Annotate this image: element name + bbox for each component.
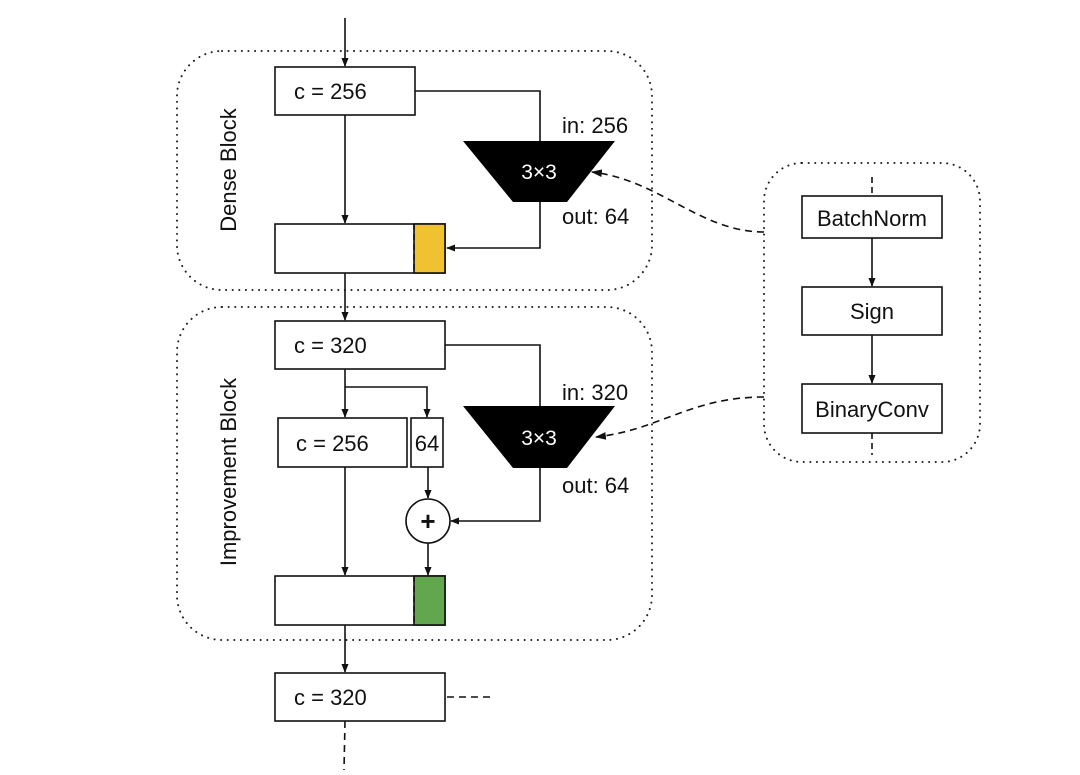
improvement-conv-kernel-label: 3×3 bbox=[521, 427, 557, 450]
improvement-input-box: c = 320 bbox=[274, 320, 446, 370]
improvement-output-concat bbox=[274, 575, 446, 626]
binaryconv-label: BinaryConv bbox=[815, 397, 929, 422]
dense-input-box: c = 256 bbox=[274, 66, 416, 116]
split-left-box: c = 256 bbox=[277, 417, 408, 468]
dense-conv-input-line bbox=[415, 90, 541, 141]
detail-step-batchnorm: BatchNorm bbox=[801, 195, 943, 239]
dense-input-label: c = 256 bbox=[294, 79, 367, 104]
improvement-block: Improvement Block c = 320 c = 256 64 + 3… bbox=[176, 306, 653, 641]
improvement-new-channels bbox=[413, 575, 446, 626]
batchnorm-label: BatchNorm bbox=[817, 206, 927, 231]
improvement-conv-output-arrow bbox=[450, 468, 541, 525]
dense-conv-kernel-label: 3×3 bbox=[521, 161, 557, 184]
dense-block-label: Dense Block bbox=[216, 107, 241, 232]
detail-to-improvement-conv-connector bbox=[594, 396, 765, 440]
add-node: + bbox=[405, 498, 451, 544]
output-label: c = 320 bbox=[294, 685, 367, 710]
improvement-conv-in-label: in: 320 bbox=[562, 380, 628, 405]
dense-block-boundary bbox=[176, 50, 653, 291]
improvement-block-label: Improvement Block bbox=[216, 377, 241, 566]
dense-block: Dense Block c = 256 3×3 in: 256 out: 64 bbox=[176, 18, 653, 291]
sign-label: Sign bbox=[850, 299, 894, 324]
dense-conv-out-label: out: 64 bbox=[562, 204, 629, 229]
binary-conv-detail: BatchNorm Sign BinaryConv bbox=[763, 162, 981, 463]
plus-icon: + bbox=[420, 506, 435, 536]
output-box: c = 320 bbox=[274, 672, 446, 722]
dense-new-channels bbox=[413, 223, 446, 274]
improvement-conv-out-label: out: 64 bbox=[562, 473, 629, 498]
dense-output-concat bbox=[274, 223, 446, 274]
conv-trapezoid-icon bbox=[463, 406, 615, 468]
detail-step-binaryconv: BinaryConv bbox=[801, 383, 943, 434]
improvement-conv-block: 3×3 bbox=[463, 406, 615, 468]
improvement-conv-input-line bbox=[445, 344, 541, 406]
split-right-label: 64 bbox=[415, 431, 439, 456]
binary-conv-detail-boundary bbox=[763, 162, 981, 463]
output-continuation-down bbox=[343, 720, 346, 771]
improvement-block-boundary bbox=[176, 306, 653, 641]
conv-trapezoid-icon bbox=[463, 141, 615, 202]
split-right-box: 64 bbox=[410, 417, 444, 468]
improvement-input-label: c = 320 bbox=[294, 333, 367, 358]
dense-conv-block: 3×3 bbox=[463, 141, 615, 202]
dense-conv-output-arrow bbox=[446, 202, 541, 252]
dense-conv-in-label: in: 256 bbox=[562, 113, 628, 138]
split-right-arrow bbox=[345, 386, 431, 418]
detail-to-dense-conv-connector bbox=[590, 169, 765, 233]
split-left-label: c = 256 bbox=[296, 431, 369, 456]
detail-step-sign: Sign bbox=[801, 286, 943, 336]
